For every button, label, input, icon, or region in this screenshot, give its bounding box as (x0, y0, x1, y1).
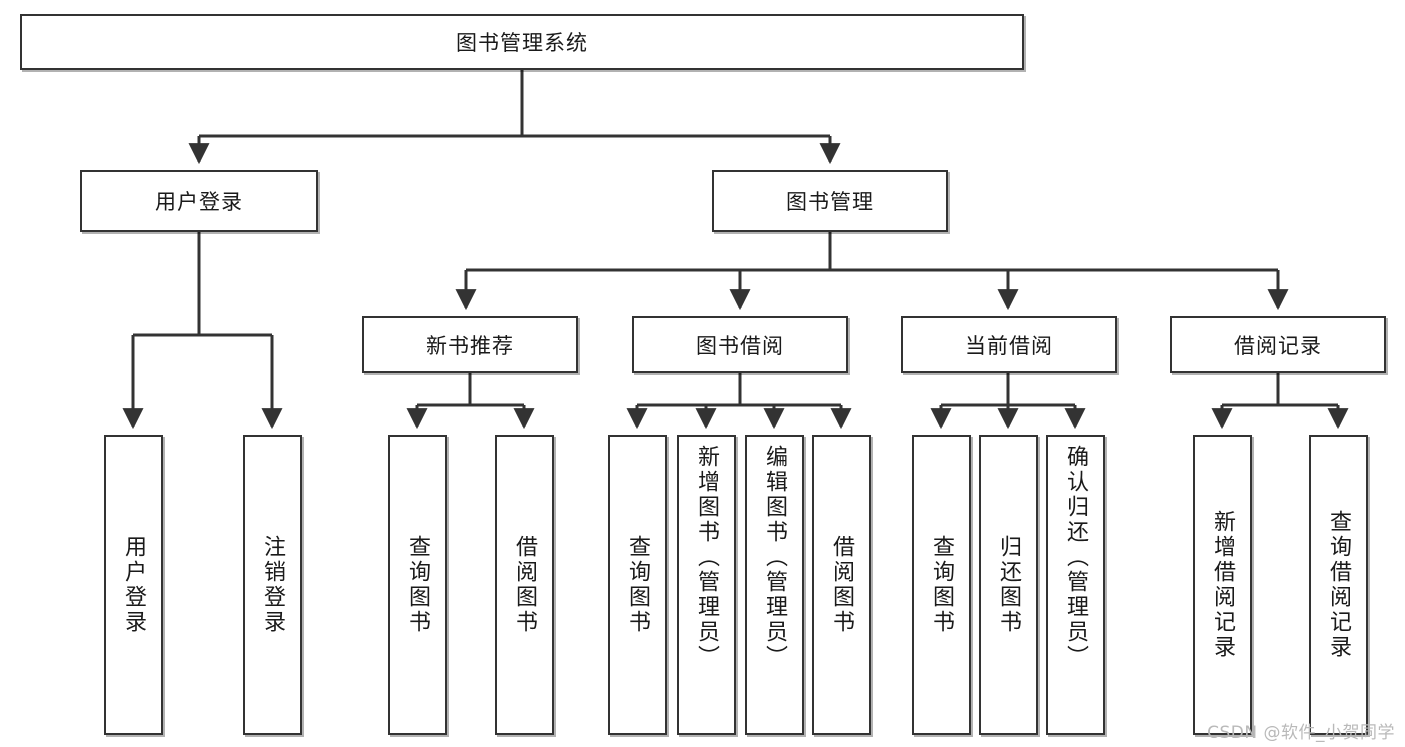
node-book-borrow-label: 图书借阅 (696, 333, 784, 358)
node-new-book-rec-label: 新书推荐 (426, 333, 514, 358)
node-leaf-query-book-3[interactable]: 查询图书 (912, 435, 971, 735)
node-leaf-query-book-2[interactable]: 查询图书 (608, 435, 667, 735)
node-root[interactable]: 图书管理系统 (20, 14, 1024, 70)
node-leaf-query-record-label: 查询借阅记录 (1326, 510, 1352, 660)
node-leaf-edit-book[interactable]: 编辑图书（管理员） (745, 435, 804, 735)
node-root-label: 图书管理系统 (456, 31, 588, 55)
node-leaf-borrow-book-1[interactable]: 借阅图书 (495, 435, 554, 735)
node-leaf-return-book-label: 归还图书 (996, 535, 1022, 635)
node-current-borrow[interactable]: 当前借阅 (901, 316, 1117, 373)
node-borrow-record-label: 借阅记录 (1234, 333, 1322, 358)
node-leaf-query-record[interactable]: 查询借阅记录 (1309, 435, 1368, 735)
node-leaf-query-book-3-label: 查询图书 (929, 535, 955, 635)
node-borrow-record[interactable]: 借阅记录 (1170, 316, 1386, 373)
node-book-manage[interactable]: 图书管理 (712, 170, 948, 232)
node-leaf-logout-label: 注销登录 (260, 535, 286, 635)
node-leaf-add-record-label: 新增借阅记录 (1210, 510, 1236, 660)
node-leaf-add-book-label: 新增图书（管理员） (694, 445, 720, 670)
node-leaf-return-book[interactable]: 归还图书 (979, 435, 1038, 735)
node-new-book-rec[interactable]: 新书推荐 (362, 316, 578, 373)
node-leaf-query-book-1[interactable]: 查询图书 (388, 435, 447, 735)
node-leaf-add-record[interactable]: 新增借阅记录 (1193, 435, 1252, 735)
node-leaf-confirm-return[interactable]: 确认归还（管理员） (1046, 435, 1105, 735)
node-book-manage-label: 图书管理 (786, 190, 874, 214)
node-leaf-user-login[interactable]: 用户登录 (104, 435, 163, 735)
node-leaf-borrow-book-2[interactable]: 借阅图书 (812, 435, 871, 735)
node-leaf-borrow-book-1-label: 借阅图书 (512, 535, 538, 635)
node-leaf-borrow-book-2-label: 借阅图书 (829, 535, 855, 635)
node-current-borrow-label: 当前借阅 (965, 333, 1053, 358)
node-leaf-query-book-2-label: 查询图书 (625, 535, 651, 635)
node-leaf-query-book-1-label: 查询图书 (405, 535, 431, 635)
node-leaf-add-book[interactable]: 新增图书（管理员） (677, 435, 736, 735)
node-user-login[interactable]: 用户登录 (80, 170, 318, 232)
node-user-login-label: 用户登录 (155, 190, 243, 214)
node-book-borrow[interactable]: 图书借阅 (632, 316, 848, 373)
node-leaf-edit-book-label: 编辑图书（管理员） (762, 445, 788, 670)
node-leaf-user-login-label: 用户登录 (121, 535, 147, 635)
node-leaf-confirm-return-label: 确认归还（管理员） (1063, 445, 1089, 670)
node-leaf-logout[interactable]: 注销登录 (243, 435, 302, 735)
watermark: CSDN @软件_小贺同学 (1207, 723, 1395, 743)
